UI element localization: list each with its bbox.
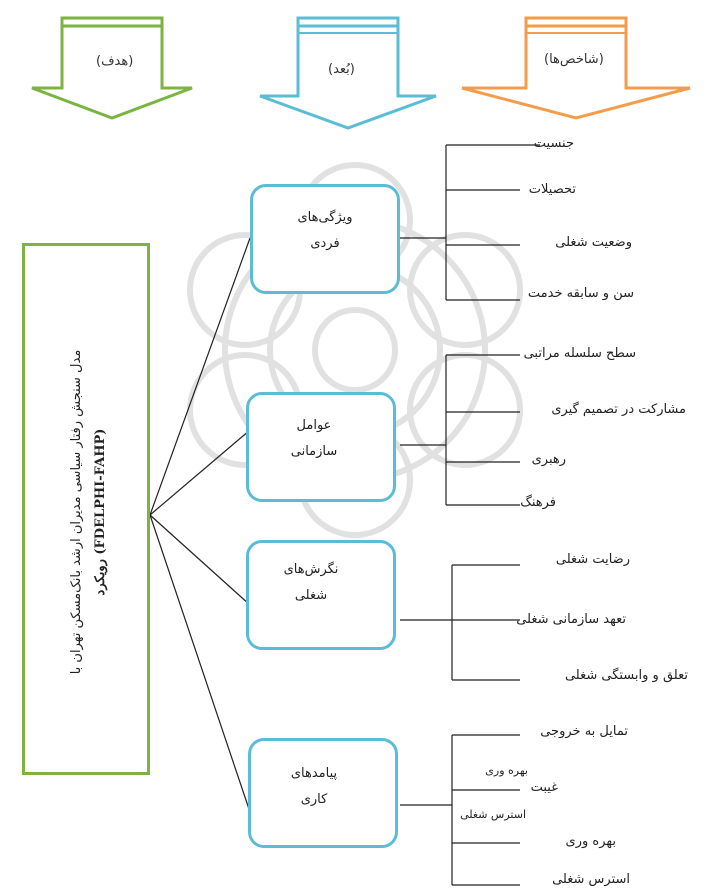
dimension-label-line1: ویژگی‌های [297,210,353,225]
dimension-label: عوامل سازمانی [249,413,379,465]
dimension-header-label: (بُعد) [328,62,355,77]
dimension-label: پیامدهای کاری [251,761,377,813]
indicator-education: تحصیلات [528,182,576,197]
dimension-label-line2: سازمانی [290,444,338,459]
dimension-box-work-outcomes: پیامدهای کاری [248,738,398,848]
indicator-job-stress: استرس شغلی [552,872,630,887]
indicator-absenteeism: غیبت [530,780,558,795]
dimension-label-line2: کاری [300,792,328,807]
indicator-culture: فرهنگ [520,495,556,510]
indicator-turnover-intent: تمایل به خروجی [540,724,628,739]
indicator-job-attachment: تعلق و وابستگی شغلی [564,668,688,683]
overlap-label-stress: استرس شغلی [460,808,526,821]
goal-header-label: (هدف) [96,54,134,69]
goal-header-arrow [31,16,193,120]
goal-text-line2: (FDELPHI-FAHP) رویکرد [93,428,108,596]
dimension-box-organizational: عوامل سازمانی [246,392,396,502]
dimension-label: ویژگی‌های فردی [253,205,397,257]
indicator-hierarchy-level: سطح سلسله مراتبی [523,346,636,361]
goal-text-line1: مدل سنجش رفتار سیاسی مدیران ارشد بانک‌مس… [69,349,84,675]
indicators-header-label: (شاخص‌ها) [544,52,604,67]
dimension-box-individual: ویژگی‌های فردی [250,184,400,294]
goal-text: مدل سنجش رفتار سیاسی مدیران ارشد بانک‌مس… [65,252,113,772]
dimension-label: نگرش‌های شغلی [249,557,373,609]
dimension-label-line1: پیامدهای [290,766,338,781]
dimension-box-job-attitudes: نگرش‌های شغلی [246,540,396,650]
goal-box: مدل سنجش رفتار سیاسی مدیران ارشد بانک‌مس… [22,243,150,775]
indicator-job-status: وضعیت شغلی [555,235,632,250]
indicator-gender: جنسیت [533,136,574,151]
indicator-leadership: رهبری [531,452,566,467]
bracket-group-4 [400,734,520,886]
indicator-job-satisfaction: رضایت شغلی [555,552,630,567]
bracket-group-3 [400,564,520,681]
dimension-label-line2: شغلی [294,588,328,603]
overlap-label-productivity: بهره وری [485,764,528,777]
bracket-group-2 [400,354,520,506]
indicator-decision-participation: مشارکت در تصمیم گیری [551,402,686,417]
indicator-productivity: بهره وری [565,834,616,849]
indicator-org-commitment: تعهد سازمانی شغلی [516,612,626,627]
dimension-label-line1: نگرش‌های [283,562,339,577]
dimension-header-arrow [259,16,437,130]
dimension-label-line2: فردی [310,236,340,251]
indicator-header-arrow [461,16,691,120]
bracket-group-1 [400,144,540,301]
goal-connectors [149,237,251,813]
dimension-label-line1: عوامل [296,418,332,433]
indicator-age-service: سن و سابقه خدمت [527,286,634,301]
